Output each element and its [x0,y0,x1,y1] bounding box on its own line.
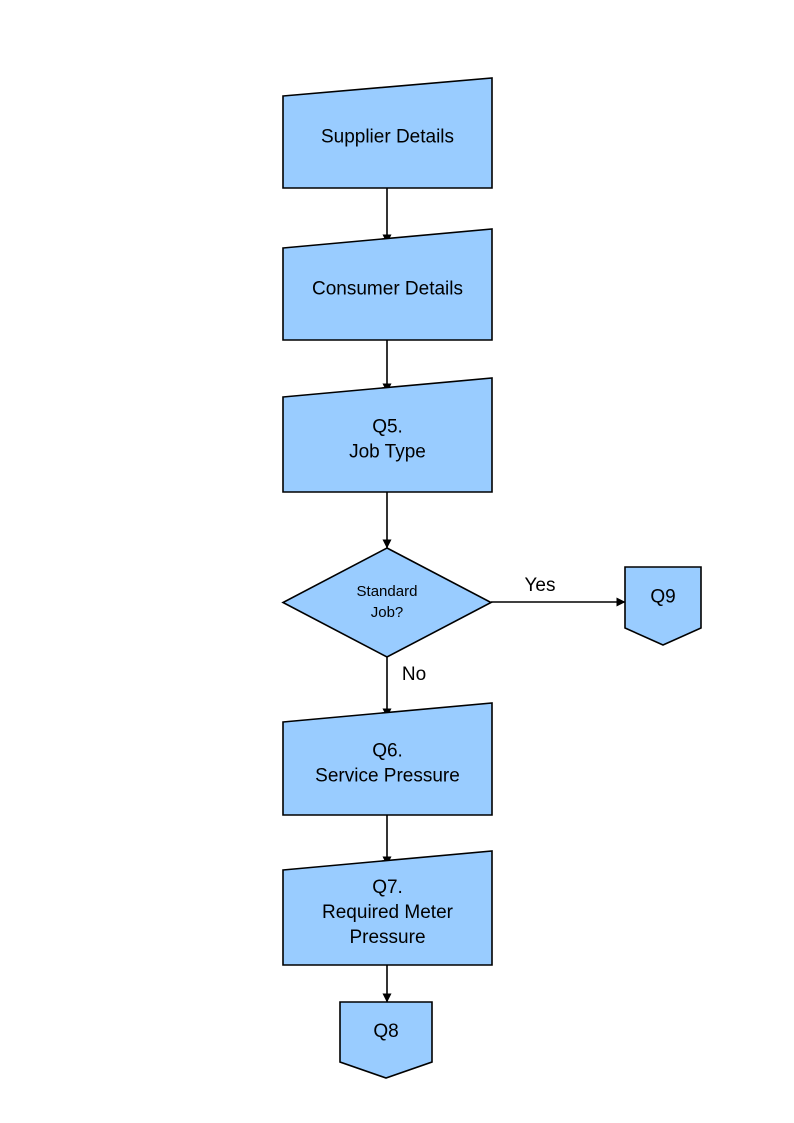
node-q9[interactable]: Q9 [624,566,702,646]
node-q6-service-pressure-label-line-2: Service Pressure [315,765,460,786]
node-q7-required-meter-pressure-shape[interactable] [282,850,493,966]
node-q7-required-meter-pressure-label-line-1: Q7. [372,877,403,898]
node-q8-shape[interactable] [339,1001,433,1079]
node-q8[interactable]: Q8 [339,1001,433,1079]
node-consumer-details-shape[interactable] [282,228,493,341]
node-q5-job-type-shape[interactable] [282,377,493,493]
edge-standard-no-to-q6-label: No [402,664,426,685]
node-standard-job-label-line-1: Standard [357,583,418,600]
node-q7-required-meter-pressure-label-line-3: Pressure [349,927,425,948]
node-standard-job-shape[interactable] [281,547,493,658]
node-q5-job-type[interactable]: Q5. Job Type [282,377,493,493]
node-q9-label-line-1: Q9 [650,587,675,608]
edge-standard-yes-to-q9-label: Yes [525,575,556,596]
node-q5-job-type-label-line-2: Job Type [349,441,426,462]
node-supplier-details-label-line-1: Supplier Details [321,127,454,148]
node-q5-job-type-label-line-1: Q5. [372,416,403,437]
node-q9-shape[interactable] [624,566,702,646]
node-supplier-details-shape[interactable] [282,77,493,189]
node-q6-service-pressure-shape[interactable] [282,702,493,816]
node-q7-required-meter-pressure-label-line-2: Required Meter [322,902,454,923]
edge-standard-yes-to-q9: Yes [491,575,626,607]
node-q6-service-pressure[interactable]: Q6. Service Pressure [282,702,493,816]
node-q8-label-line-1: Q8 [373,1021,398,1042]
node-consumer-details-label-line-1: Consumer Details [312,278,463,299]
node-consumer-details[interactable]: Consumer Details [282,228,493,341]
node-q6-service-pressure-label-line-1: Q6. [372,740,403,761]
edge-standard-no-to-q6: No [382,657,426,718]
node-standard-job-label-line-2: Job? [371,604,404,621]
node-supplier-details[interactable]: Supplier Details [282,77,493,189]
